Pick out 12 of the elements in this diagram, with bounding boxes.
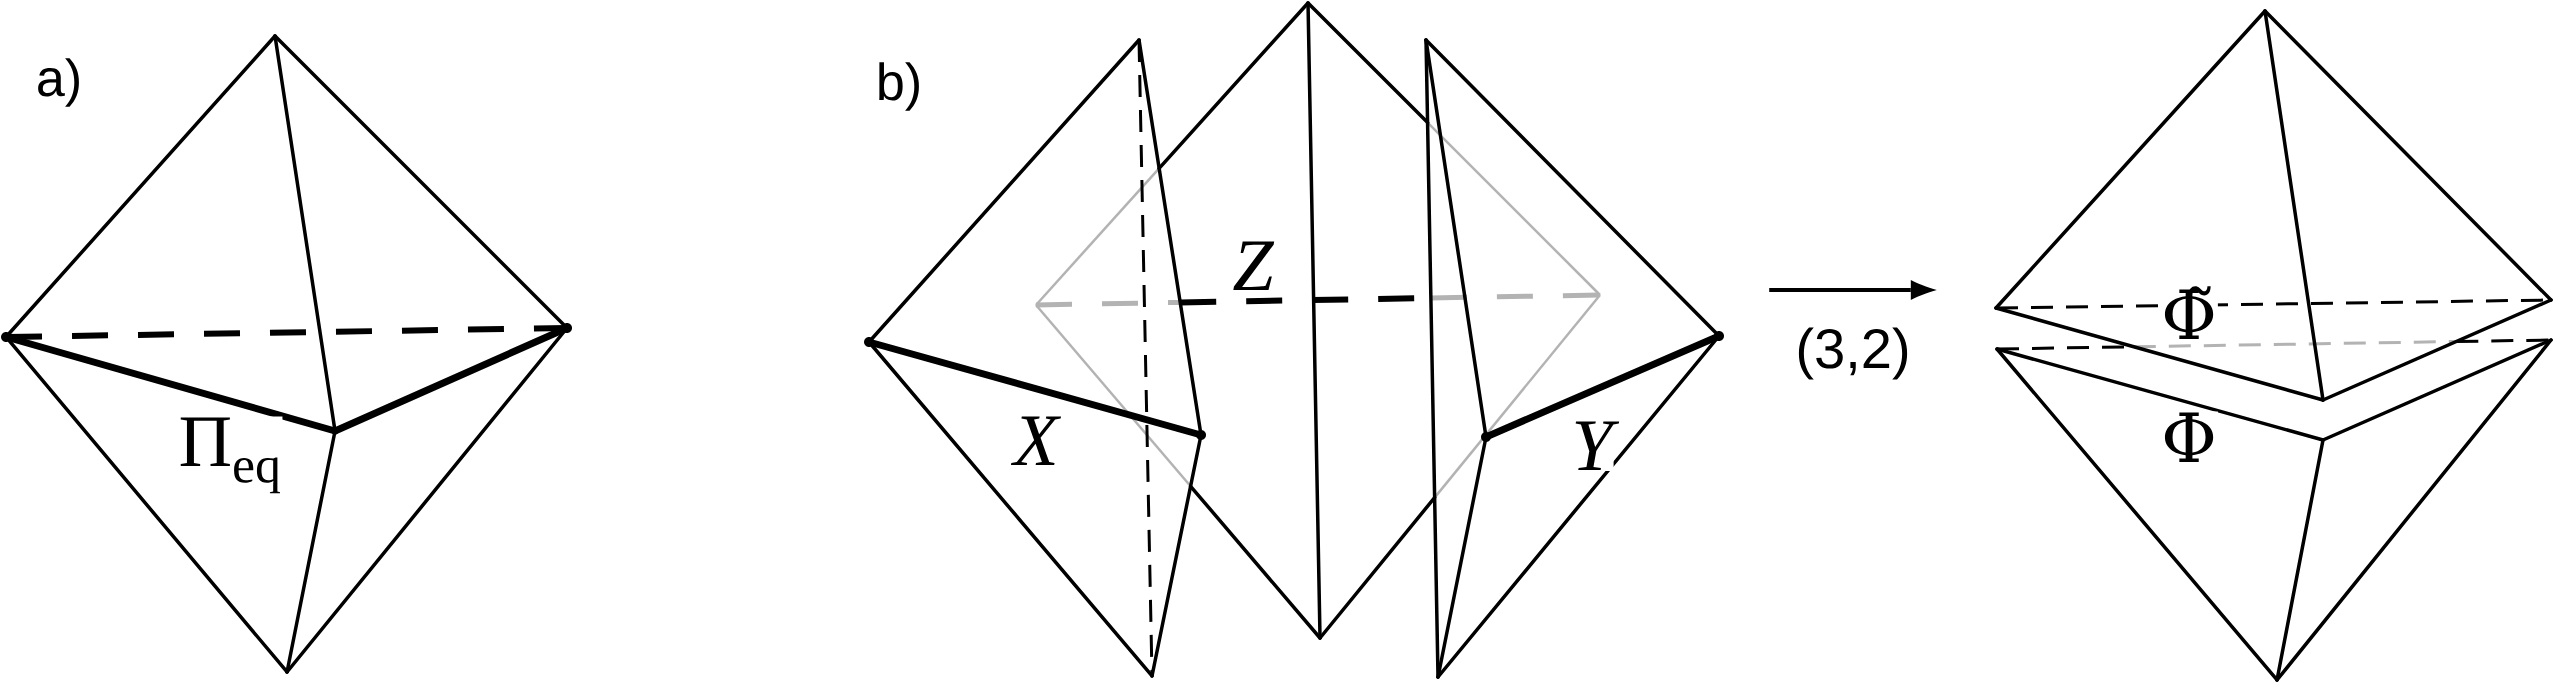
symbol-label: Z (1231, 240, 1275, 291)
panel-label: a) (34, 57, 84, 108)
symbol-label: Φ̃ (2160, 285, 2218, 340)
split-bipyramid-drawing (1994, 9, 2553, 682)
arrow (1769, 280, 1937, 300)
symbol-label: X (1010, 415, 1061, 466)
symbol-label: Y (1570, 420, 1620, 471)
symbol-label: Φ (2160, 411, 2218, 463)
panel-label: b) (874, 61, 924, 112)
exploded-bipyramid-drawing (864, 1, 1724, 679)
symbol-label: Π$_{eq}$ (177, 416, 283, 495)
edge-label: (3,2) (1794, 326, 1912, 381)
